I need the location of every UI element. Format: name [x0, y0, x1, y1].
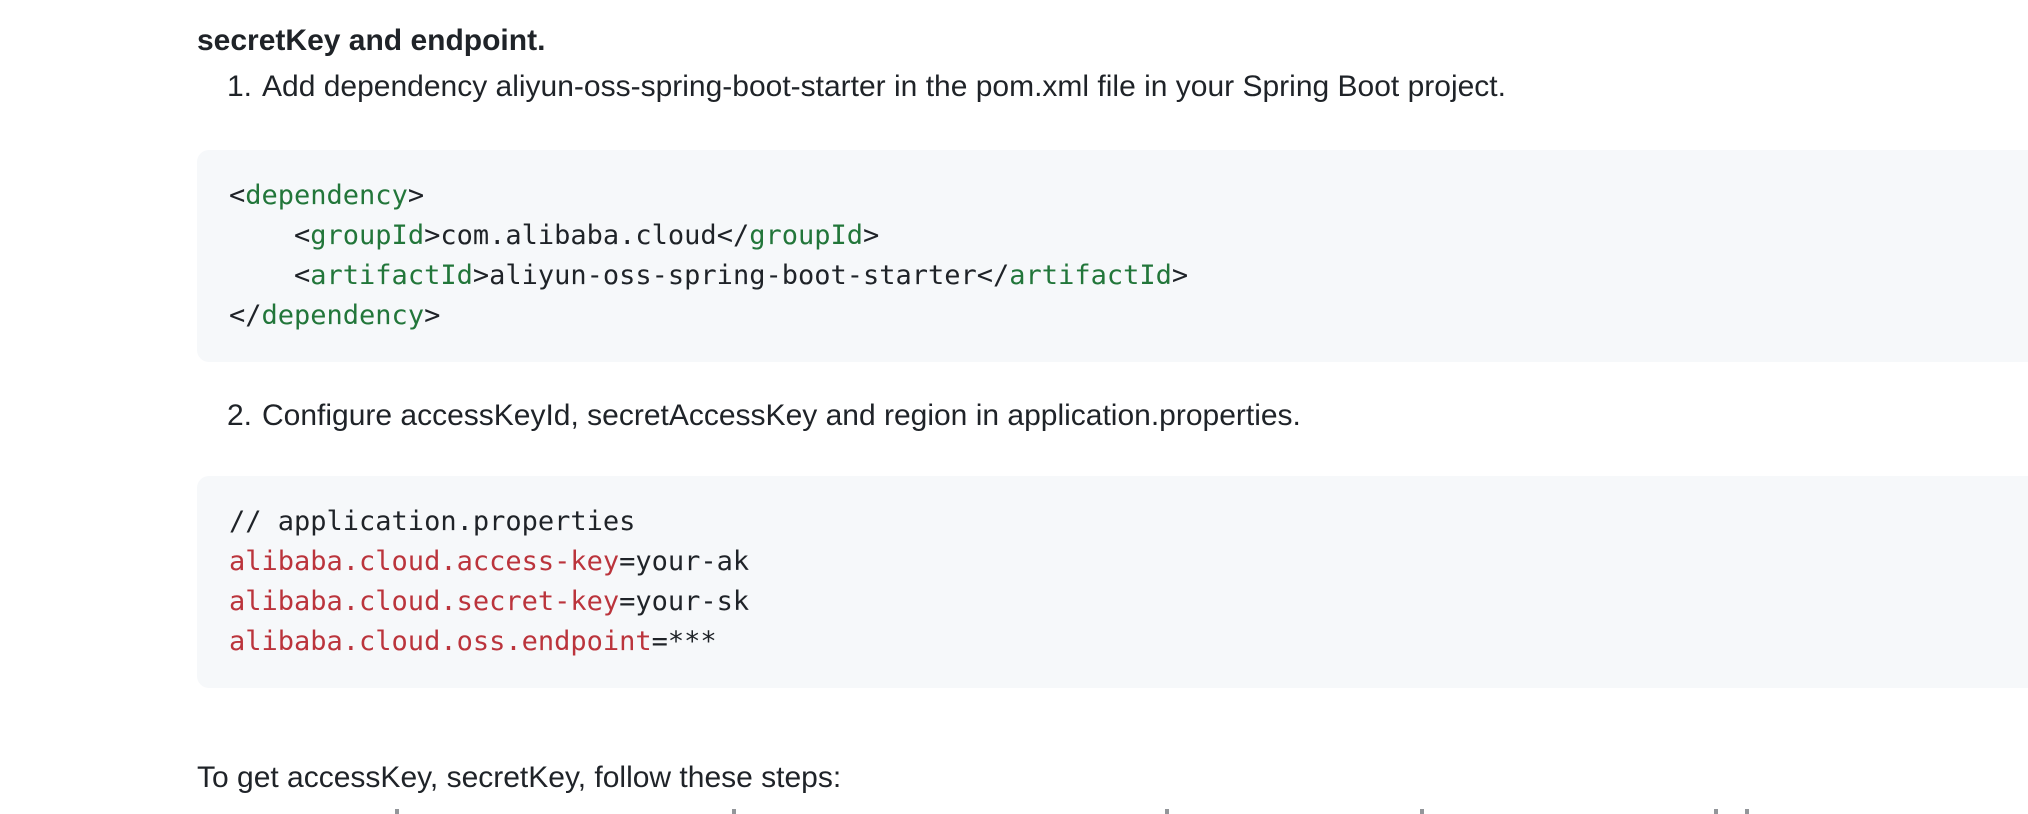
- code-content-properties: // application.properties alibaba.cloud.…: [229, 506, 750, 657]
- list-item-text: Configure accessKeyId, secretAccessKey a…: [262, 399, 1301, 432]
- code-block-pom-xml: <dependency> <groupId>com.alibaba.cloud<…: [197, 150, 2028, 362]
- ordered-list-item-2: 2. Configure accessKeyId, secretAccessKe…: [227, 392, 1301, 440]
- list-marker: 1.: [227, 70, 253, 103]
- cutoff-glyph-fragment: [395, 809, 399, 814]
- cutoff-glyph-fragment: [1714, 809, 1718, 814]
- cutoff-glyph-fragment: [1745, 809, 1749, 814]
- cutoff-glyph-fragment: [732, 809, 736, 814]
- code-block-application-properties: // application.properties alibaba.cloud.…: [197, 476, 2028, 688]
- cutoff-glyph-fragment: [1420, 809, 1424, 814]
- code-content-xml: <dependency> <groupId>com.alibaba.cloud<…: [229, 180, 1189, 331]
- ordered-list-item-1: 1. Add dependency aliyun-oss-spring-boot…: [227, 63, 1506, 111]
- list-item-text: Add dependency aliyun-oss-spring-boot-st…: [262, 70, 1506, 103]
- intro-bold-text: secretKey and endpoint.: [197, 24, 546, 57]
- list-marker: 2.: [227, 399, 253, 432]
- footer-paragraph: To get accessKey, secretKey, follow thes…: [197, 761, 842, 794]
- cutoff-glyph-fragment: [1165, 809, 1169, 814]
